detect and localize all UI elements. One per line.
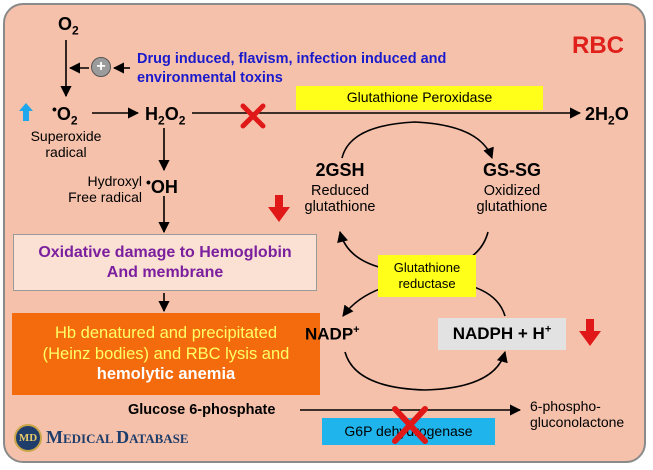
gssg-formula: GS-SG <box>482 160 541 180</box>
down-arrow-icon <box>579 319 601 346</box>
gssg-group: GS-SG Oxidized glutathione <box>462 160 562 216</box>
glutathione-peroxidase-label: Glutathione Peroxidase <box>346 89 493 106</box>
toxins-line2: environmental toxins <box>137 69 283 86</box>
superoxide-name-line1: Superoxide <box>30 128 102 144</box>
gsh-line1: Reduced <box>310 182 370 199</box>
gsh-line2: glutathione <box>304 199 376 216</box>
superoxide-formula: •O2 <box>52 101 78 128</box>
superoxide-dot: • <box>52 101 57 117</box>
toxins-line1: Drug induced, flavism, infection induced… <box>137 51 447 67</box>
oxygen-base: O <box>58 14 73 34</box>
glutathione-peroxidase-box: Glutathione Peroxidase <box>296 86 543 110</box>
water-sub: 2 <box>608 113 615 128</box>
superoxide-subscript: 2 <box>70 113 78 128</box>
h2o2-sub2: 2 <box>178 113 186 128</box>
oxidative-line1: Oxidative damage to Hemoglobin <box>38 243 292 261</box>
logo-text-d: D <box>116 427 130 447</box>
superoxide-base: O <box>56 104 71 124</box>
gluconolactone-line2: gluconolactone <box>530 414 625 431</box>
nadph-base: NADPH + H <box>452 324 545 344</box>
cross-icon <box>392 406 428 444</box>
oxidative-damage-box: Oxidative damage to Hemoglobin And membr… <box>13 234 317 291</box>
nadp-sup: + <box>353 324 360 336</box>
nadph-sup: + <box>544 323 552 336</box>
water-o: O <box>614 104 629 124</box>
hb-denatured-box: Hb denatured and precipitated (Heinz bod… <box>12 313 320 395</box>
gsh-group: 2GSH Reduced glutathione <box>290 160 390 216</box>
arc-gsh-to-gssg <box>341 121 494 160</box>
hb-line1: Hb denatured and precipitated <box>55 324 277 343</box>
hydroxyl-name-line1: Hydroxyl <box>87 173 142 189</box>
hydroxyl-name: Hydroxyl Free radical <box>64 173 142 205</box>
h2o2-formula: H2O2 <box>145 104 185 128</box>
hb-line3: hemolytic anemia <box>96 365 236 384</box>
nadp-base: NADP <box>305 324 354 344</box>
water-num: 2 <box>585 104 596 124</box>
rbc-label: RBC <box>572 32 624 59</box>
hydroxyl-oh: OH <box>150 177 178 197</box>
logo-text-atabase: ATABASE <box>129 431 189 446</box>
gsh-formula: 2GSH <box>315 160 365 180</box>
arc-nadp-to-nadph <box>344 350 508 391</box>
plus-circle-icon: + <box>91 57 111 77</box>
hydroxyl-dot: • <box>146 174 151 190</box>
nadph-formula: NADPH + H+ <box>453 323 552 344</box>
h2o2-sub1: 2 <box>158 113 165 128</box>
glutathione-reductase-line1: Glutathione <box>393 259 461 275</box>
hb-line2: (Heinz bodies) and RBC lysis and <box>42 344 290 363</box>
medical-database-logo: MD <box>14 424 42 452</box>
logo-text-m: M <box>46 427 63 447</box>
superoxide-name-line2: radical <box>45 144 87 161</box>
hydroxyl-name-line2: Free radical <box>68 189 142 206</box>
nadp-formula: NADP+ <box>305 324 360 344</box>
glutathione-reductase-box: Glutathione reductase <box>378 255 476 297</box>
logo-text: MEDICAL DATABASE <box>46 427 189 448</box>
superoxide-name: Superoxide radical <box>26 128 106 160</box>
gluconolactone-line1: 6-phospho- <box>530 398 601 414</box>
cross-icon <box>240 103 266 129</box>
oxygen-subscript: 2 <box>72 23 79 38</box>
logo-emblem: MD <box>18 432 38 444</box>
water-formula: 2H2O <box>585 104 629 128</box>
logo-text-edical: EDICAL <box>63 431 117 446</box>
up-arrow-icon <box>19 103 33 121</box>
toxins-text: Drug induced, flavism, infection induced… <box>137 50 446 88</box>
glucose-6-phosphate: Glucose 6-phosphate <box>128 402 276 418</box>
water-h: H <box>595 104 609 124</box>
gluconolactone: 6-phospho- gluconolactone <box>530 398 624 430</box>
h2o2-o: O <box>164 104 179 124</box>
hydroxyl-formula: •OH <box>146 174 178 198</box>
glutathione-reductase-line2: reductase <box>398 276 456 291</box>
oxygen-formula: O2 <box>58 14 79 38</box>
nadph-box: NADPH + H+ <box>438 318 566 350</box>
h2o2-h: H <box>145 104 158 124</box>
gssg-line1: Oxidized <box>483 182 541 199</box>
gssg-line2: glutathione <box>476 199 548 216</box>
oxidative-line2: And membrane <box>106 263 224 281</box>
down-arrow-icon <box>268 195 290 222</box>
